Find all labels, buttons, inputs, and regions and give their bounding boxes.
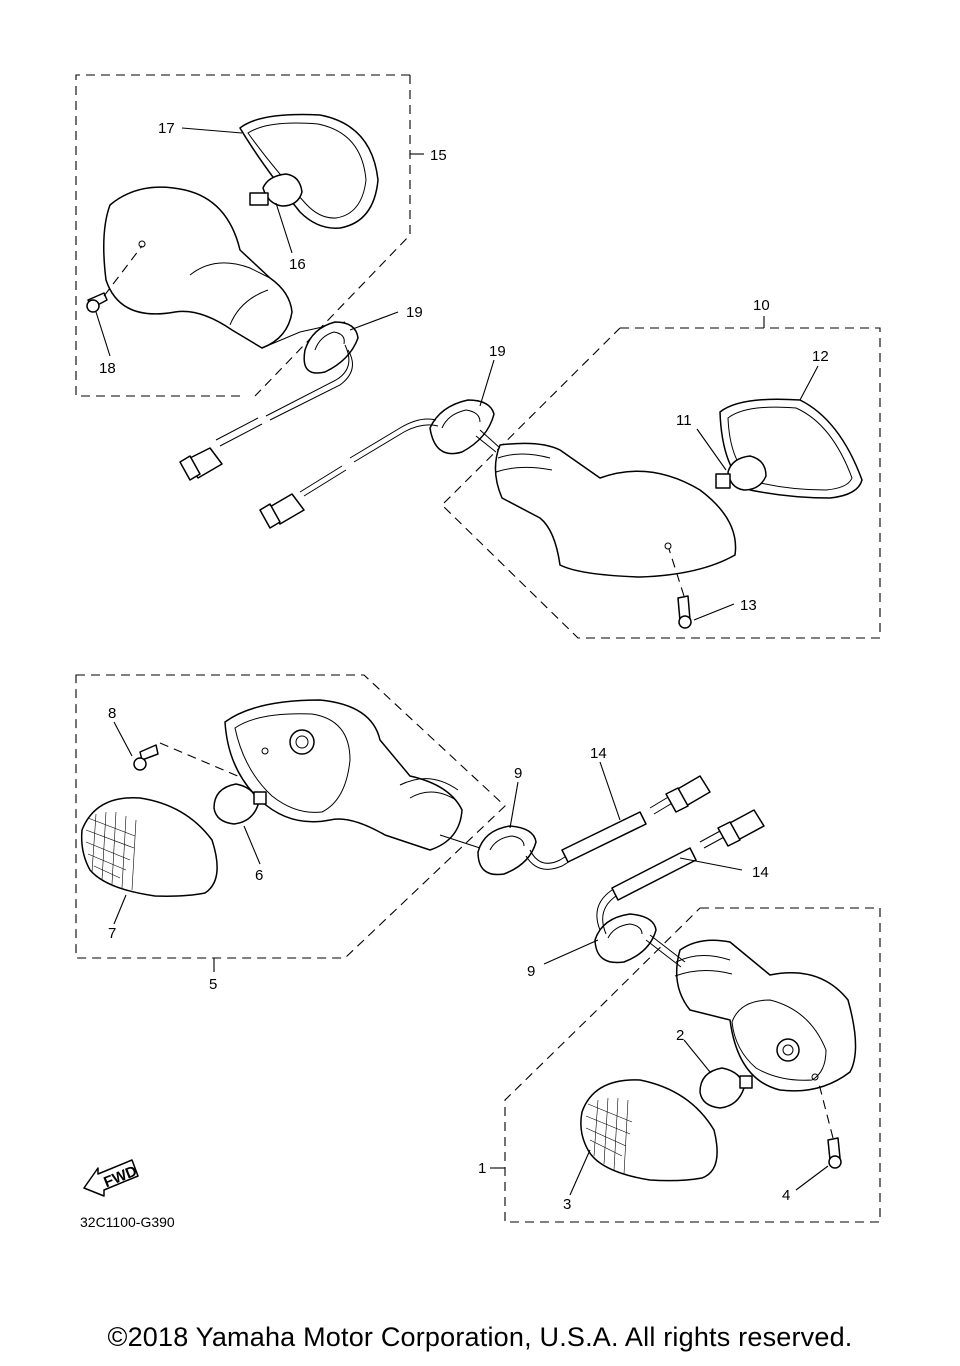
callout-4: 4 (782, 1187, 790, 1204)
callout-8: 8 (108, 705, 116, 722)
callout-14-b: 14 (752, 864, 769, 881)
assembly-1 (504, 809, 881, 1223)
wire-5 (525, 775, 711, 870)
assembly-15 (75, 74, 411, 481)
wire-15 (179, 344, 353, 481)
lens-3 (580, 1079, 718, 1182)
assembly-15-boundary (75, 74, 411, 397)
assembly-5 (75, 674, 711, 959)
callout-19-a: 19 (406, 304, 423, 321)
screw-8 (133, 742, 241, 778)
bulb-2 (699, 1067, 753, 1109)
assembly-5-boundary (75, 674, 506, 959)
callout-10: 10 (753, 297, 770, 314)
diagram-code: 32C1100-G390 (80, 1214, 175, 1230)
lens-7 (80, 797, 218, 897)
bulb-16 (249, 173, 303, 207)
housing-1 (674, 939, 857, 1092)
housing-5 (224, 699, 481, 851)
callout-3: 3 (563, 1196, 571, 1213)
screw-13 (668, 548, 692, 629)
bulb-6 (213, 783, 267, 825)
callout-18: 18 (99, 360, 116, 377)
callout-6: 6 (255, 867, 263, 884)
callout-12: 12 (812, 348, 829, 365)
callout-19-b: 19 (489, 343, 506, 360)
screw-4 (817, 1079, 842, 1169)
housing-15 (103, 186, 346, 349)
grommet-19-a (303, 321, 359, 374)
fwd-arrow-icon: FWD (83, 1159, 140, 1197)
callout-2: 2 (676, 1027, 684, 1044)
callout-11: 11 (676, 412, 692, 429)
copyright-notice: ©2018 Yamaha Motor Corporation, U.S.A. A… (107, 1322, 853, 1352)
lens-17 (239, 113, 379, 229)
housing-10 (494, 442, 737, 578)
grommet-9-b (594, 913, 686, 968)
bulb-11 (715, 455, 767, 491)
callout-16: 16 (289, 256, 306, 273)
assembly-10-boundary (441, 327, 881, 639)
assembly-1-boundary (504, 907, 881, 1223)
callout-13: 13 (740, 597, 757, 614)
callout-17: 17 (158, 120, 175, 137)
wire-10 (259, 418, 439, 529)
fwd-label: FWD (101, 1163, 139, 1192)
callout-14-a: 14 (590, 745, 607, 762)
wire-1 (596, 809, 765, 935)
callout-5: 5 (209, 976, 217, 993)
callout-1: 1 (478, 1160, 486, 1177)
callout-9-a: 9 (514, 765, 522, 782)
screw-18 (86, 245, 143, 313)
leader-lines (95, 127, 829, 1196)
grommet-19-b (429, 399, 501, 455)
assembly-10 (259, 327, 881, 639)
callout-9-b: 9 (527, 963, 535, 980)
callout-15: 15 (430, 147, 447, 164)
callout-7: 7 (108, 925, 116, 942)
grommet-9-a (477, 825, 537, 876)
